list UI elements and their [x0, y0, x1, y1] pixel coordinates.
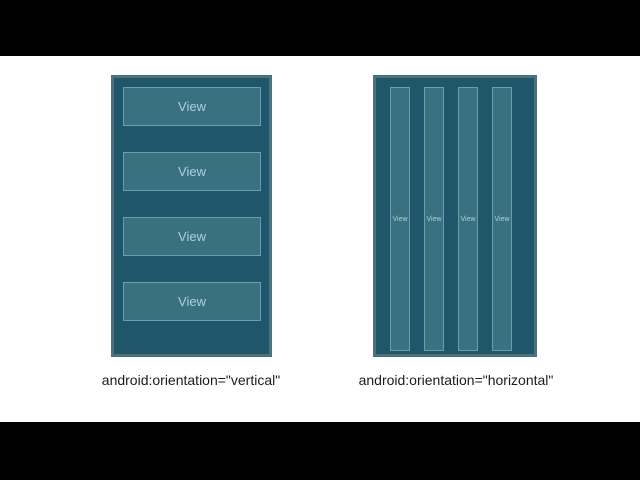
- view-bar: View: [123, 217, 261, 256]
- view-column: View: [492, 87, 512, 351]
- view-column: View: [390, 87, 410, 351]
- view-column-label: View: [392, 215, 408, 223]
- letterbox-top-bar: [0, 0, 640, 56]
- view-column-label: View: [494, 215, 510, 223]
- linearlayout-vertical-diagram: View View View View: [111, 75, 272, 357]
- view-bar-label: View: [178, 99, 206, 114]
- vertical-orientation-caption: android:orientation="vertical": [101, 372, 281, 388]
- view-column: View: [458, 87, 478, 351]
- view-bar-label: View: [178, 164, 206, 179]
- letterbox-bottom-bar: [0, 422, 640, 480]
- view-bar: View: [123, 282, 261, 321]
- linearlayout-horizontal-diagram: View View View View: [373, 75, 537, 357]
- view-bar: View: [123, 152, 261, 191]
- view-bar-label: View: [178, 294, 206, 309]
- view-column: View: [424, 87, 444, 351]
- horizontal-orientation-caption: android:orientation="horizontal": [358, 372, 554, 388]
- view-bar-label: View: [178, 229, 206, 244]
- view-bar: View: [123, 87, 261, 126]
- view-column-label: View: [426, 215, 442, 223]
- view-column-label: View: [460, 215, 476, 223]
